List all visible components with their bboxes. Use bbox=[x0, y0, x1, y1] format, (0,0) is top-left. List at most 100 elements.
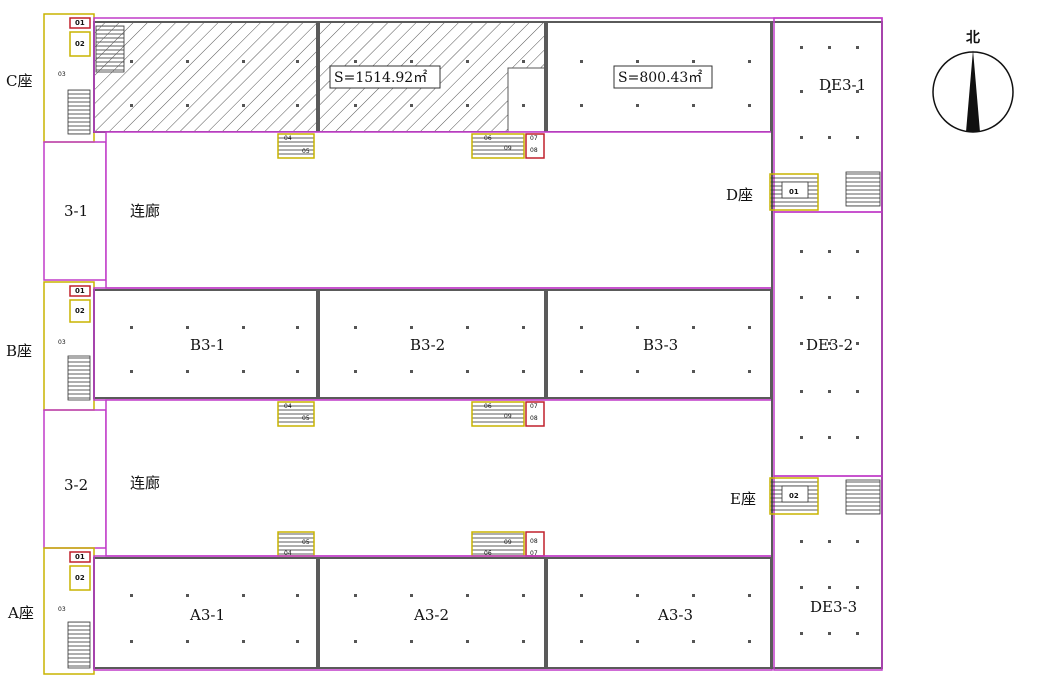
block-label-a: A座 bbox=[7, 604, 34, 622]
core-tag-04: 04 bbox=[284, 403, 292, 410]
column-marker bbox=[636, 594, 639, 597]
column-marker bbox=[354, 60, 357, 63]
core-tag-01: 01 bbox=[75, 19, 85, 27]
column-marker bbox=[580, 370, 583, 373]
column-marker bbox=[354, 370, 357, 373]
area-label-left: S=1514.92㎡ bbox=[334, 70, 427, 86]
column-marker bbox=[800, 296, 803, 299]
area-label-right: S=800.43㎡ bbox=[618, 70, 702, 86]
core-tag-02: 02 bbox=[75, 574, 85, 582]
column-marker bbox=[466, 640, 469, 643]
column-marker bbox=[828, 586, 831, 589]
compass-label: 北 bbox=[966, 30, 980, 46]
column-marker bbox=[800, 90, 803, 93]
column-marker bbox=[828, 632, 831, 635]
column-marker bbox=[186, 326, 189, 329]
column-marker bbox=[522, 594, 525, 597]
column-marker bbox=[636, 104, 639, 107]
column-marker bbox=[856, 136, 859, 139]
column-marker bbox=[800, 540, 803, 543]
core-tag-01: 01 bbox=[75, 553, 85, 561]
column-marker bbox=[828, 136, 831, 139]
column-marker bbox=[410, 370, 413, 373]
column-marker bbox=[466, 326, 469, 329]
column-marker bbox=[580, 104, 583, 107]
column-marker bbox=[800, 586, 803, 589]
core-tag-03: 03 bbox=[58, 339, 66, 346]
column-marker bbox=[186, 104, 189, 107]
column-marker bbox=[828, 46, 831, 49]
corridor-label-upper: 连廊 bbox=[130, 202, 160, 220]
column-marker bbox=[296, 60, 299, 63]
a-row bbox=[93, 555, 774, 671]
unit-label-de33: DE3-3 bbox=[810, 598, 857, 616]
b-row bbox=[93, 287, 774, 401]
column-marker bbox=[856, 390, 859, 393]
column-marker bbox=[296, 640, 299, 643]
column-marker bbox=[692, 60, 695, 63]
column-marker bbox=[130, 104, 133, 107]
column-marker bbox=[580, 60, 583, 63]
column-marker bbox=[800, 342, 803, 345]
unit-label-a31: A3-1 bbox=[189, 606, 225, 624]
column-marker bbox=[692, 326, 695, 329]
core-tag-08: 08 bbox=[530, 147, 538, 154]
column-marker bbox=[828, 296, 831, 299]
column-marker bbox=[242, 104, 245, 107]
column-marker bbox=[856, 90, 859, 93]
column-marker bbox=[186, 640, 189, 643]
core-tag-09: 09 bbox=[504, 413, 512, 420]
core-tag-01: 01 bbox=[789, 188, 799, 196]
column-marker bbox=[410, 640, 413, 643]
core-tag-07: 07 bbox=[530, 550, 538, 557]
core-tag-05: 05 bbox=[302, 148, 310, 155]
column-marker bbox=[242, 60, 245, 63]
core-tag-09: 09 bbox=[504, 145, 512, 152]
area-box-right bbox=[613, 65, 713, 89]
core-tag-03: 03 bbox=[58, 606, 66, 613]
column-marker bbox=[828, 436, 831, 439]
column-marker bbox=[410, 326, 413, 329]
block-label-d: D座 bbox=[726, 186, 753, 204]
column-marker bbox=[636, 370, 639, 373]
column-marker bbox=[580, 640, 583, 643]
column-marker bbox=[828, 390, 831, 393]
column-marker bbox=[354, 326, 357, 329]
column-marker bbox=[692, 594, 695, 597]
column-marker bbox=[296, 326, 299, 329]
column-marker bbox=[856, 342, 859, 345]
column-marker bbox=[856, 586, 859, 589]
column-markers bbox=[130, 46, 859, 643]
column-marker bbox=[580, 326, 583, 329]
column-marker bbox=[800, 436, 803, 439]
column-marker bbox=[354, 104, 357, 107]
side-corridor-label-upper: 3-1 bbox=[64, 202, 88, 220]
column-marker bbox=[692, 370, 695, 373]
column-marker bbox=[296, 594, 299, 597]
column-marker bbox=[828, 90, 831, 93]
unit-label-b32: B3-2 bbox=[410, 336, 445, 354]
north-compass: 北 bbox=[932, 30, 1014, 133]
column-marker bbox=[748, 370, 751, 373]
column-marker bbox=[692, 104, 695, 107]
column-marker bbox=[130, 594, 133, 597]
column-marker bbox=[242, 594, 245, 597]
core-tag-02: 02 bbox=[75, 40, 85, 48]
core-tag-06: 06 bbox=[484, 403, 492, 410]
block-label-c: C座 bbox=[6, 72, 32, 90]
column-marker bbox=[636, 326, 639, 329]
column-marker bbox=[522, 370, 525, 373]
column-marker bbox=[856, 632, 859, 635]
column-marker bbox=[242, 326, 245, 329]
column-marker bbox=[748, 640, 751, 643]
column-marker bbox=[748, 60, 751, 63]
core-tag-01: 01 bbox=[75, 287, 85, 295]
column-marker bbox=[296, 370, 299, 373]
core-tag-02: 02 bbox=[75, 307, 85, 315]
column-marker bbox=[748, 326, 751, 329]
column-marker bbox=[466, 370, 469, 373]
column-marker bbox=[466, 60, 469, 63]
north-arrow-icon bbox=[966, 50, 980, 132]
lower-corridor: 04 05 06 09 07 08 05 04 09 06 08 07 bbox=[105, 399, 773, 557]
column-marker bbox=[800, 390, 803, 393]
